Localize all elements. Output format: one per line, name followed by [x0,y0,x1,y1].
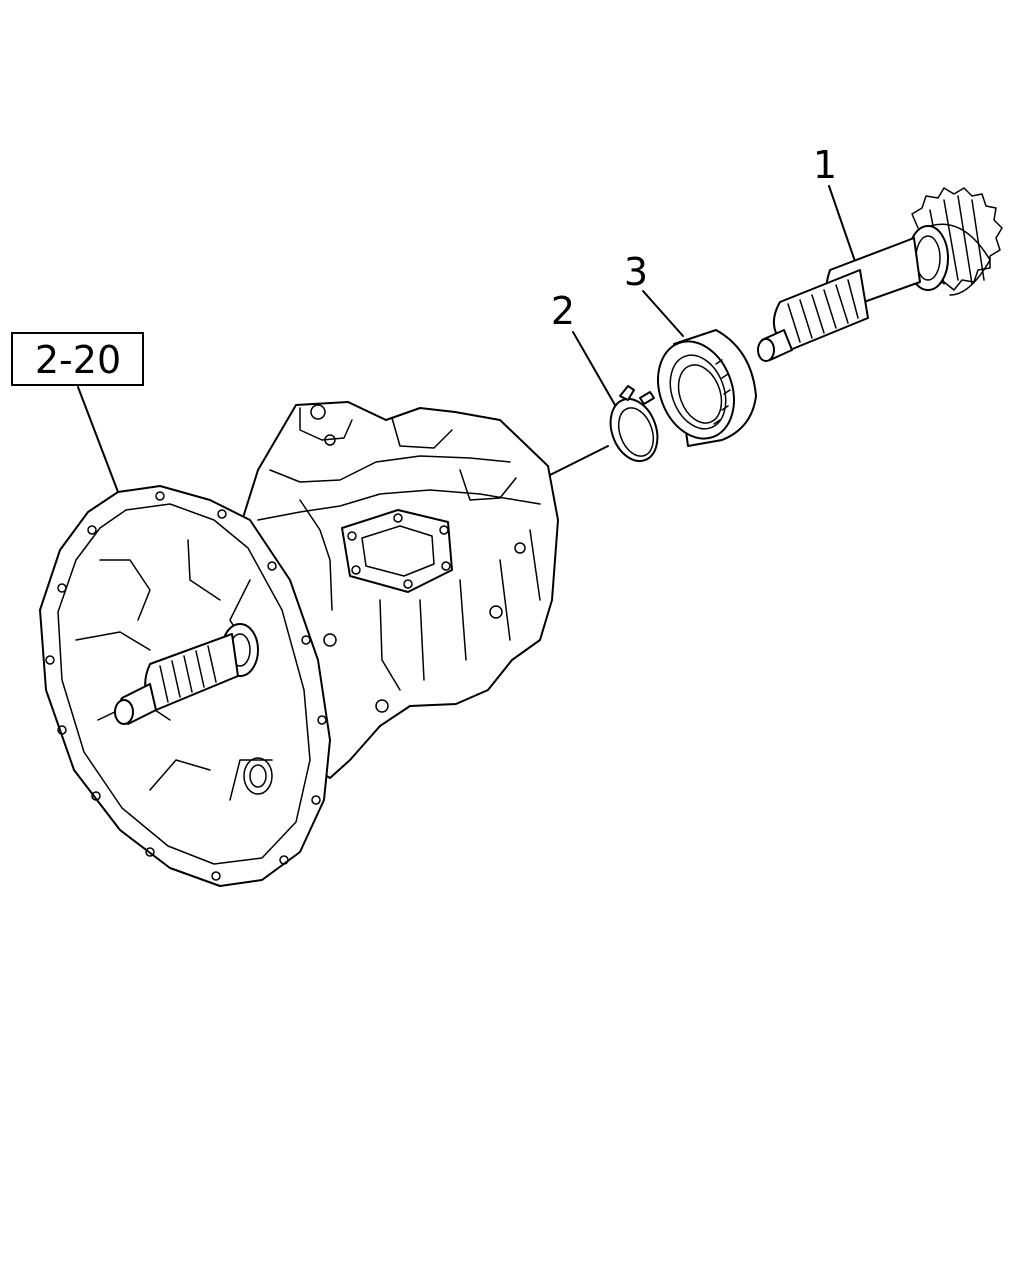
callout-2[interactable]: 2 [551,289,575,333]
snap-ring-icon[interactable] [602,385,665,468]
ref-box-label: 2-20 [35,338,121,382]
leader-line-2 [572,331,616,406]
leader-line-2-20 [77,386,119,493]
assembly-axis-line [547,445,609,477]
ref-box-2-20[interactable]: 2-20 [11,332,144,386]
transmission-case-icon[interactable] [39,401,559,887]
leader-line-1 [828,185,859,271]
gear-shaft-icon[interactable] [757,187,1003,362]
callout-1[interactable]: 1 [813,143,837,187]
bearing-icon[interactable] [645,329,757,449]
leader-line-3 [642,290,684,337]
callout-3[interactable]: 3 [624,250,648,294]
